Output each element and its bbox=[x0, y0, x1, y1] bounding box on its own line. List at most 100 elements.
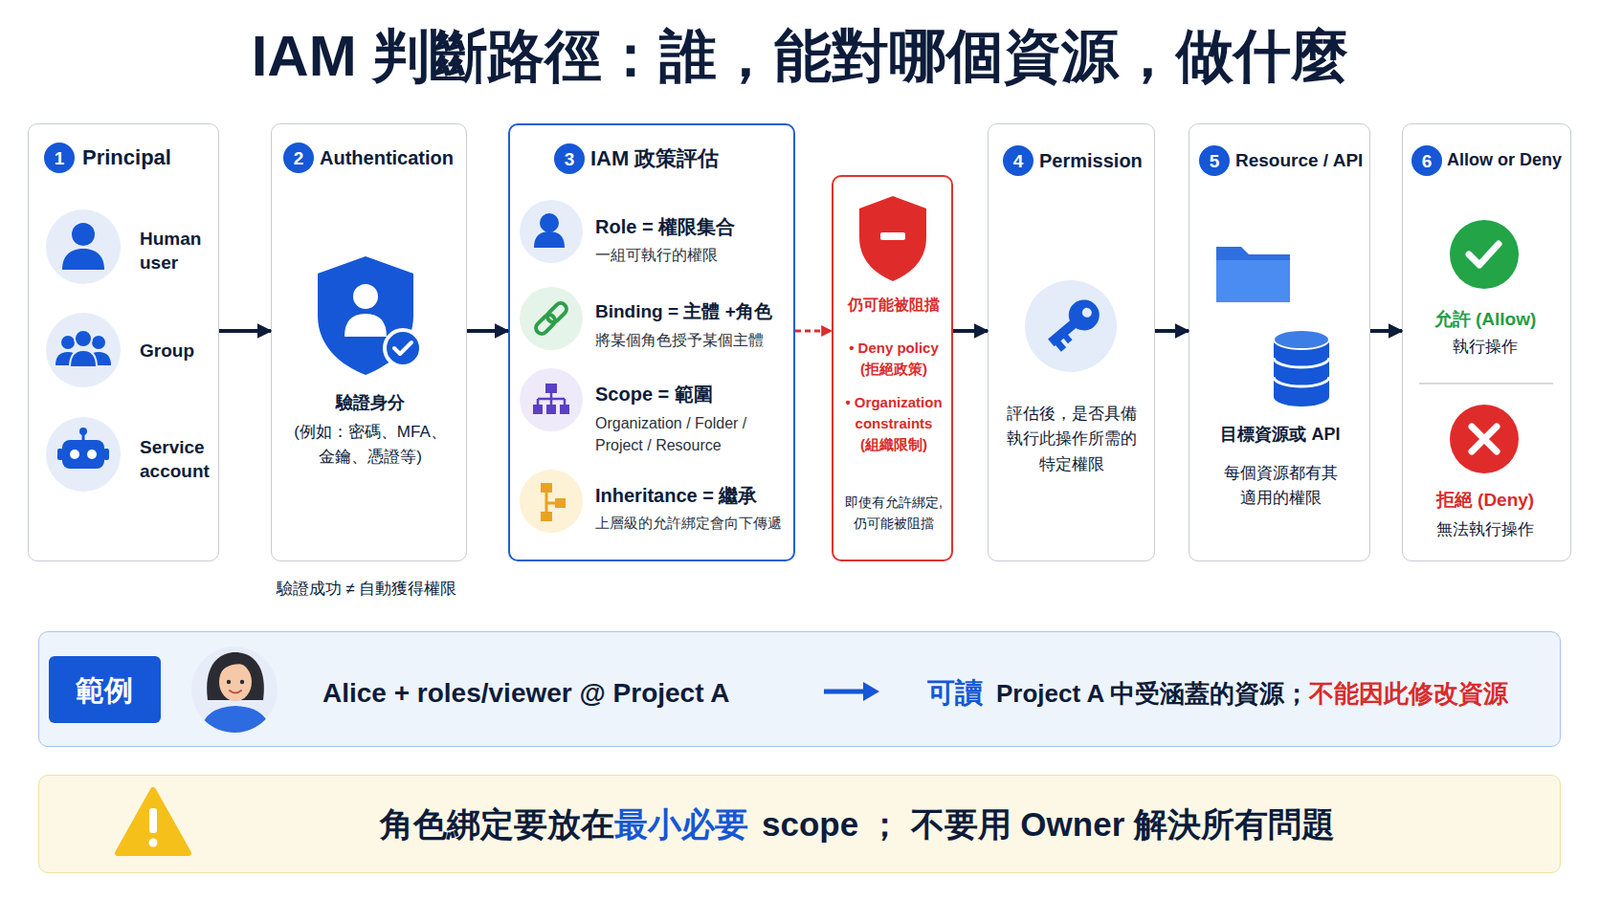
allow-check-icon bbox=[1449, 220, 1519, 289]
deny-label: 拒絕 (Deny) bbox=[1436, 488, 1534, 513]
decision-box: 6Allow or Deny允許 (Allow)執行操作拒絕 (Deny)無法執… bbox=[1401, 123, 1572, 562]
binding-link-icon bbox=[533, 312, 558, 337]
flow-arrow bbox=[1370, 329, 1402, 334]
deny-cross-icon bbox=[1449, 404, 1519, 474]
auth-shield-icon bbox=[353, 284, 378, 310]
example-arrow bbox=[823, 682, 880, 702]
group-icon bbox=[86, 352, 112, 366]
deny-cross-icon bbox=[1449, 404, 1519, 474]
role-icon bbox=[519, 200, 583, 264]
avatar-icon bbox=[229, 690, 242, 694]
example-warning: 不能因此修改資源 bbox=[1309, 678, 1509, 712]
box-heading: Resource / API bbox=[1235, 149, 1363, 174]
principal-type: Service account bbox=[139, 436, 223, 484]
permission-key-icon bbox=[1054, 340, 1067, 353]
dashed-arrow bbox=[795, 330, 832, 334]
example-arrow bbox=[823, 689, 867, 695]
warning-text: 角色綁定要放在 bbox=[379, 802, 615, 847]
inheritance-icon bbox=[555, 498, 566, 509]
permission-box: 4Permission評估後，是否具備 執行此操作所需的 特定權限 bbox=[987, 123, 1156, 562]
service-account-icon bbox=[62, 440, 105, 469]
auth-shield-icon bbox=[384, 330, 422, 367]
human-user-icon bbox=[45, 209, 121, 285]
block-item: • Deny policy (拒絕政策) bbox=[838, 337, 950, 380]
flow-arrow bbox=[953, 329, 988, 334]
authentication-box: 2Authentication驗證身分(例如：密碼、MFA、 金鑰、憑證等) bbox=[270, 123, 467, 562]
allow-label: 允許 (Allow) bbox=[1434, 308, 1537, 333]
deny-shield-icon bbox=[859, 196, 927, 282]
box-heading: IAM 政策評估 bbox=[590, 145, 719, 174]
box-body: 評估後，是否具備 執行此操作所需的 特定權限 bbox=[1000, 401, 1144, 478]
scope-hierarchy-icon bbox=[545, 383, 557, 394]
flow-arrow bbox=[1155, 329, 1189, 334]
folder-icon bbox=[1216, 246, 1290, 303]
role-icon bbox=[539, 213, 559, 233]
flow-arrow bbox=[219, 329, 271, 334]
avatar-icon bbox=[191, 646, 278, 735]
group-icon bbox=[45, 312, 121, 388]
warning-icon bbox=[117, 790, 189, 854]
service-account-icon bbox=[103, 448, 110, 461]
avatar-icon bbox=[240, 680, 245, 685]
warning-icon bbox=[117, 790, 189, 854]
warning-band: 角色綁定要放在最小必要 scope ； 不要用 Owner 解決所有問題 bbox=[38, 775, 1561, 874]
concept-desc: 將某個角色授予某個主體 bbox=[595, 331, 764, 351]
human-user-icon bbox=[71, 222, 95, 246]
permission-key-icon bbox=[1047, 315, 1083, 347]
warning-highlight: 最小必要 bbox=[614, 802, 749, 847]
example-binding: Alice + roles/viewer @ Project A bbox=[322, 676, 730, 712]
warning-text: scope ； 不要用 Owner 解決所有問題 bbox=[761, 802, 1335, 847]
folder-icon bbox=[1216, 260, 1290, 303]
example-band: 範例Alice + roles/viewer @ Project A可讀Proj… bbox=[38, 631, 1561, 748]
deny-shield-icon bbox=[880, 232, 906, 241]
callout-number: 6 bbox=[1411, 145, 1443, 177]
auth-shield-icon bbox=[317, 256, 414, 376]
permission-key-icon bbox=[1080, 306, 1094, 320]
box-heading: Authentication bbox=[319, 145, 454, 171]
group-icon bbox=[69, 350, 97, 368]
callout-number: 5 bbox=[1199, 145, 1230, 177]
deny-cross-icon bbox=[1471, 426, 1497, 452]
binding-link-icon bbox=[545, 301, 570, 326]
avatar-icon bbox=[200, 652, 270, 735]
inheritance-icon bbox=[540, 511, 553, 522]
example-result: 可讀 bbox=[927, 675, 983, 712]
principal-type: Group bbox=[139, 339, 195, 364]
allow-desc: 執行操作 bbox=[1452, 336, 1518, 358]
divider-line bbox=[1419, 383, 1554, 385]
inheritance-icon bbox=[540, 483, 553, 493]
note-label: 驗證成功 ≠ 自動獲得權限 bbox=[276, 578, 458, 600]
service-account-icon bbox=[87, 449, 97, 460]
allow-check-icon bbox=[1468, 244, 1499, 266]
policy-evaluation-box: 3IAM 政策評估Role = 權限集合一組可執行的權限Binding = 主體… bbox=[508, 123, 796, 562]
database-icon bbox=[1273, 377, 1330, 387]
diagram-title: IAM 判斷路徑：誰，能對哪個資源，做什麼 bbox=[251, 19, 1350, 94]
callout-number: 1 bbox=[44, 142, 75, 174]
avatar-icon bbox=[219, 663, 252, 702]
text-row: 角色綁定要放在最小必要 scope ； 不要用 Owner 解決所有問題 bbox=[278, 802, 1437, 847]
divider-line bbox=[1419, 382, 1554, 385]
binding-link-icon bbox=[533, 301, 570, 337]
block-item: • Organization constraints (組織限制) bbox=[838, 392, 950, 455]
callout-number: 3 bbox=[554, 143, 585, 175]
allow-check-icon bbox=[1449, 220, 1519, 289]
service-account-icon bbox=[45, 417, 121, 492]
concept-heading: Scope = 範圍 bbox=[595, 381, 713, 407]
auth-shield-icon bbox=[344, 313, 387, 337]
box-heading: Principal bbox=[82, 144, 172, 173]
scope-hierarchy-icon bbox=[546, 404, 556, 415]
auth-shield-icon bbox=[317, 256, 422, 376]
group-icon bbox=[74, 330, 92, 348]
permission-key-icon bbox=[1024, 280, 1117, 373]
inheritance-icon bbox=[519, 469, 583, 534]
concept-desc: Organization / Folder / Project / Resour… bbox=[595, 412, 770, 457]
scope-hierarchy-icon bbox=[533, 404, 543, 415]
group-icon bbox=[45, 312, 121, 388]
folder-icon bbox=[1216, 246, 1290, 303]
permission-key-icon bbox=[1063, 333, 1073, 344]
scope-hierarchy-icon bbox=[519, 368, 583, 432]
service-account-icon bbox=[82, 432, 86, 442]
role-icon bbox=[519, 200, 583, 264]
example-arrow bbox=[863, 682, 880, 702]
